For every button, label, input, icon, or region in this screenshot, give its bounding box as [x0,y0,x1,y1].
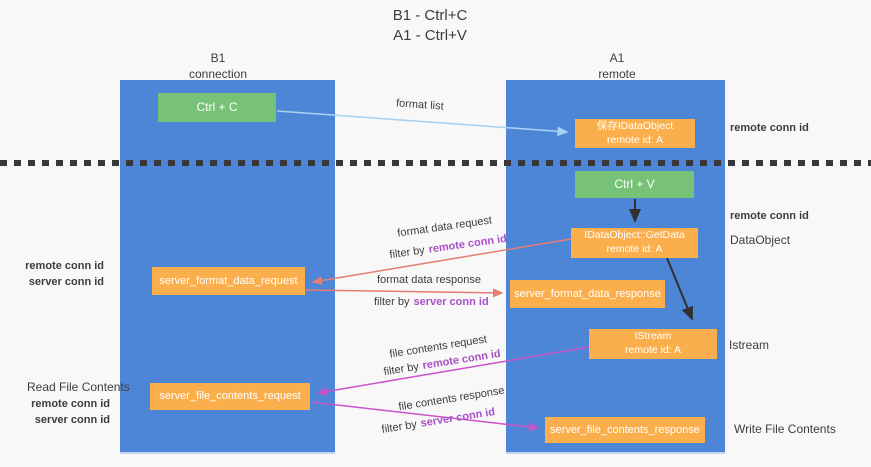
filter-prefix: filter by [388,244,426,262]
node-saved-dataobject: 保存IDataObject remote id: A [575,119,695,148]
node-server-file-contents-request-label: server_file_contents_request [159,390,301,403]
node-server-file-contents-request: server_file_contents_request [150,383,310,410]
lane-a1-title: A1 [609,51,625,65]
side-label-dataobject: DataObject [730,233,791,247]
format-data-response-arrow [305,288,504,298]
node-ctrl-v-label: Ctrl + V [614,176,655,191]
node-ctrl-c-label: Ctrl + C [196,99,238,114]
lane-b1-subtitle: connection [188,66,248,81]
node-istream-line1: IStream [634,330,672,343]
lane-b1-title: B1 [210,51,226,65]
side-label-saved-remote-conn-id: remote conn id [730,122,809,134]
title-line-1: B1 - Ctrl+C [392,7,468,24]
node-istream-line2: remote id: A [624,344,682,356]
node-server-file-contents-response-label: server_file_contents_response [550,423,700,436]
side-label-file-server-conn-id: server conn id [34,414,110,426]
node-ctrl-c: Ctrl + C [158,93,276,122]
node-server-file-contents-response: server_file_contents_response [545,417,705,443]
node-istream: IStream remote id: A [589,329,717,359]
filter-prefix: filter by [382,360,420,379]
title-line-2: A1 - Ctrl+V [393,27,467,45]
boundary-dashed-divider [0,160,871,166]
node-server-format-data-response-label: server_format_data_response [514,287,661,300]
filter-prefix: filter by [380,418,418,436]
node-getdata-line1: IDataObject::GetData [584,229,685,242]
side-label-format-server-conn-id: server conn id [28,276,104,288]
side-label-istream: Istream [729,338,770,352]
filter-id-server-conn-id: server conn id [413,296,489,308]
side-label-read-file-contents: Read File Contents [27,380,130,394]
node-saved-dataobject-line1: 保存IDataObject [596,119,674,132]
node-getdata-line2: remote id: A [606,243,663,255]
edge-label-format-data-response: format data response [377,274,481,286]
side-label-file-remote-conn-id: remote conn id [31,398,110,410]
side-label-paste-remote-conn-id: remote conn id [730,210,809,222]
node-server-format-data-request: server_format_data_request [152,267,305,295]
node-server-format-data-request-label: server_format_data_request [159,274,298,287]
node-saved-dataobject-line2: remote id: A [606,133,664,146]
diagram-title: B1 - Ctrl+C A1 - Ctrl+V [330,6,530,47]
node-server-format-data-response: server_format_data_response [510,280,665,308]
filter-prefix: filter by [374,296,410,308]
edge-label-format-list: format list [395,97,445,113]
lane-header-b1: B1 connection [153,51,283,82]
node-ctrl-v: Ctrl + V [575,171,694,198]
side-label-format-remote-conn-id: remote conn id [25,260,104,272]
node-getdata: IDataObject::GetData remote id: A [571,228,698,258]
lane-a1-subtitle: remote [598,66,636,81]
filter-id-remote-conn-id: remote conn id [427,232,508,256]
filter-id-server-conn-id: server conn id [419,406,496,430]
lane-header-a1: A1 remote [552,51,682,82]
side-label-write-file-contents: Write File Contents [734,422,836,436]
